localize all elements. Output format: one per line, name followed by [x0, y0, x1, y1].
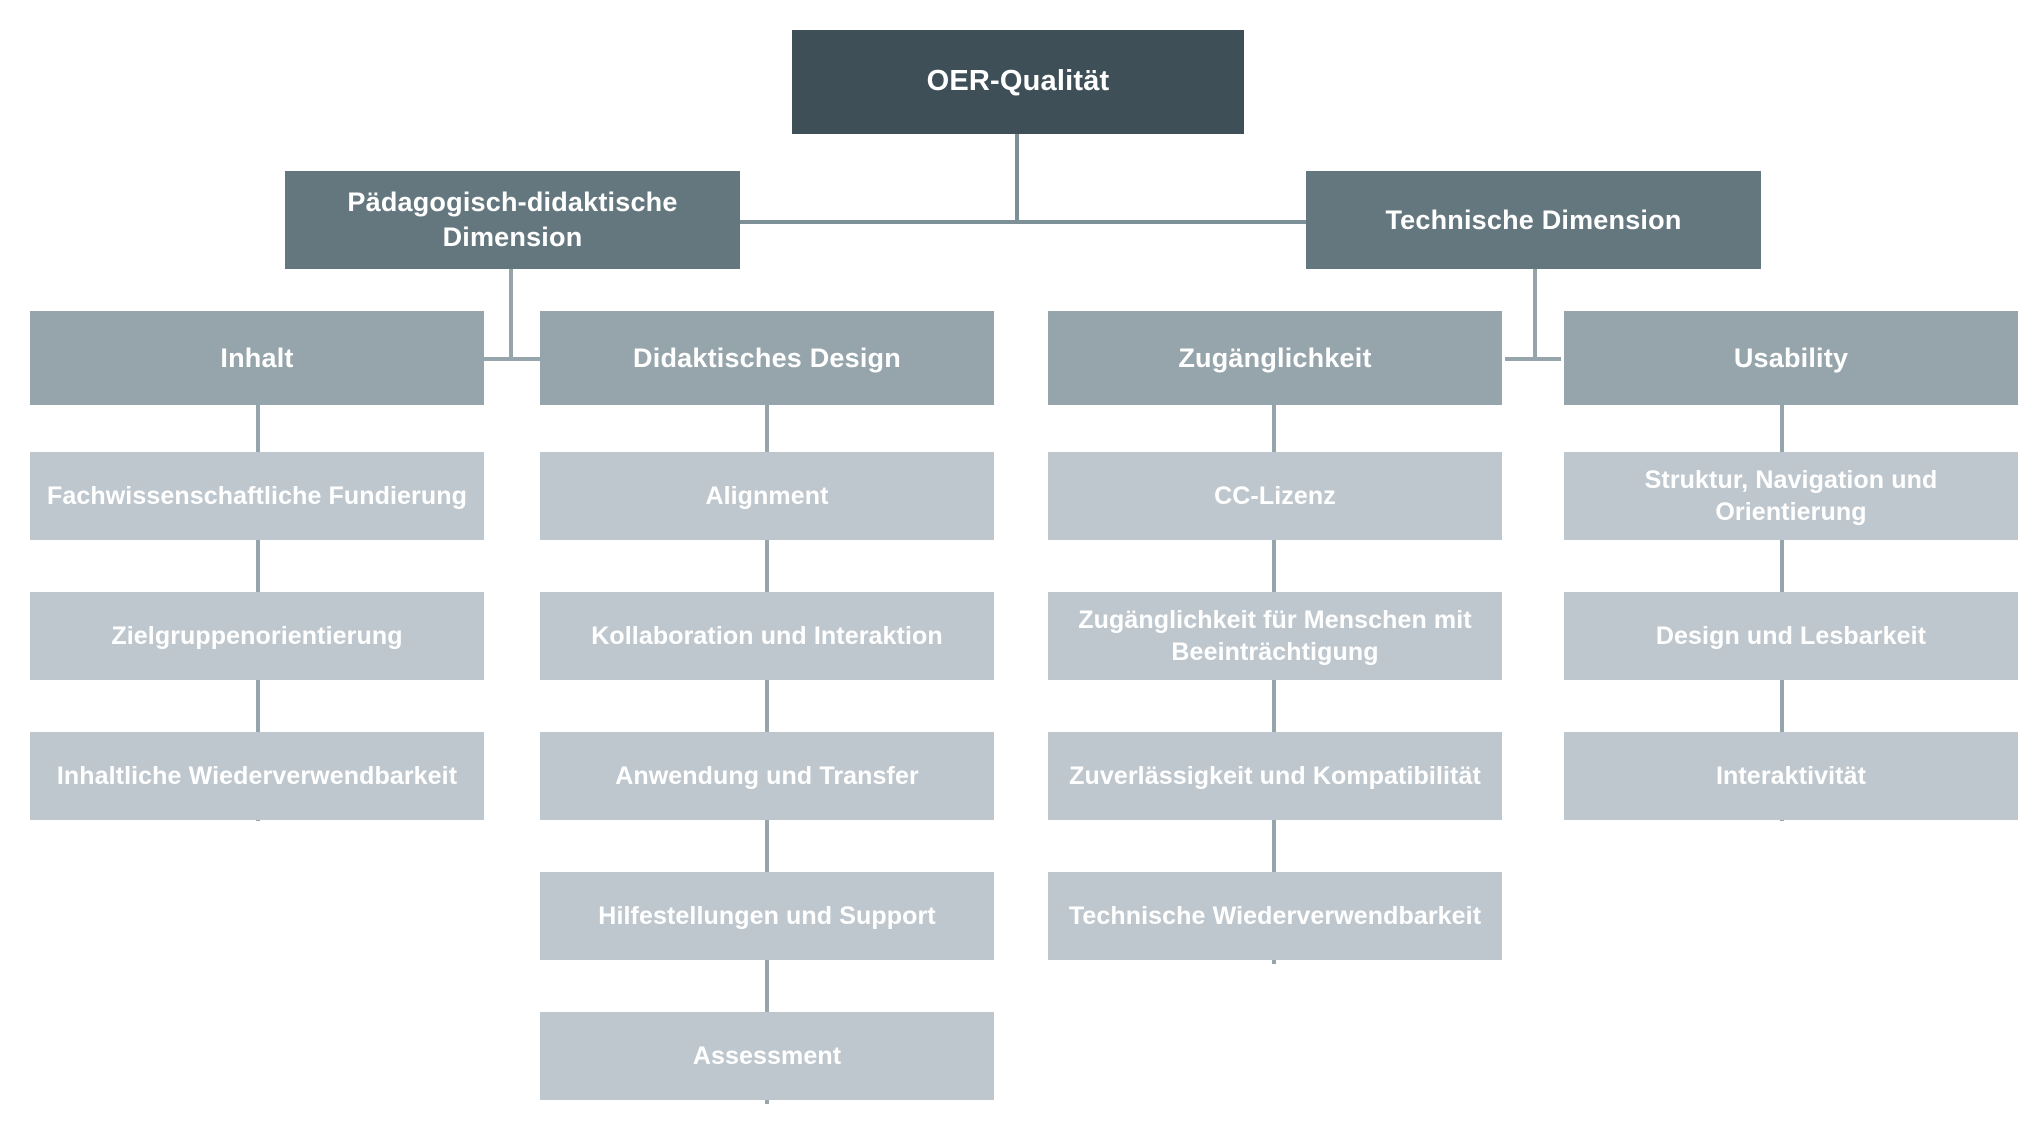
node-label: Anwendung und Transfer	[615, 762, 919, 790]
node-label: Didaktisches Design	[633, 342, 901, 373]
node-label: Hilfestellungen und Support	[598, 902, 936, 930]
node-label: CC-Lizenz	[1214, 482, 1336, 510]
node-label: Zielgruppenorientierung	[111, 622, 403, 650]
node-hilfestellungen-und-support[interactable]: Hilfestellungen und Support	[540, 872, 994, 960]
node-usability[interactable]: Usability	[1564, 311, 2018, 405]
connector-paed-category-bus	[484, 357, 540, 361]
node-label: Assessment	[692, 1042, 842, 1070]
node-technische-dimension[interactable]: Technische Dimension	[1306, 171, 1761, 269]
node-label: Interaktivität	[1715, 762, 1867, 790]
node-label: Struktur, Navigation und Orientierung	[1644, 466, 1938, 526]
node-zuverlaessigkeit-und-kompatibilitaet[interactable]: Zuverlässigkeit und Kompatibilität	[1048, 732, 1502, 820]
node-label: Kollaboration und Interaktion	[591, 622, 943, 650]
node-label: Zugänglichkeit	[1178, 342, 1372, 373]
node-design-und-lesbarkeit[interactable]: Design und Lesbarkeit	[1564, 592, 2018, 680]
node-label: Design und Lesbarkeit	[1655, 622, 1927, 650]
node-alignment[interactable]: Alignment	[540, 452, 994, 540]
node-zugaenglichkeit[interactable]: Zugänglichkeit	[1048, 311, 1502, 405]
node-didaktisches-design[interactable]: Didaktisches Design	[540, 311, 994, 405]
node-inhaltliche-wiederverwendbarkeit[interactable]: Inhaltliche Wiederverwendbarkeit	[30, 732, 484, 820]
node-paedagogisch-didaktische-dimension[interactable]: Pädagogisch-didaktische Dimension	[285, 171, 740, 269]
node-fachwissenschaftliche-fundierung[interactable]: Fachwissenschaftliche Fundierung	[30, 452, 484, 540]
node-inhalt[interactable]: Inhalt	[30, 311, 484, 405]
connector-tech-vertical	[1533, 268, 1537, 360]
node-label: Inhalt	[220, 342, 294, 373]
node-label: Fachwissenschaftliche Fundierung	[47, 482, 467, 510]
node-anwendung-und-transfer[interactable]: Anwendung und Transfer	[540, 732, 994, 820]
node-kollaboration-und-interaktion[interactable]: Kollaboration und Interaktion	[540, 592, 994, 680]
node-technische-wiederverwendbarkeit[interactable]: Technische Wiederverwendbarkeit	[1048, 872, 1502, 960]
node-oer-qualitaet[interactable]: OER-Qualität	[792, 30, 1244, 134]
connector-paed-vertical	[509, 268, 513, 360]
node-label: OER-Qualität	[926, 65, 1110, 98]
connector-dimension-bus	[738, 220, 1308, 224]
node-label: Usability	[1733, 342, 1849, 373]
node-zielgruppenorientierung[interactable]: Zielgruppenorientierung	[30, 592, 484, 680]
node-label: Zugänglichkeit für Menschen mit Beeinträ…	[1078, 606, 1472, 666]
node-label: Technische Dimension	[1385, 204, 1682, 235]
node-struktur-navigation-und-orientierung[interactable]: Struktur, Navigation und Orientierung	[1564, 452, 2018, 540]
node-label: Technische Wiederverwendbarkeit	[1068, 902, 1482, 930]
connector-zugaenglichkeit-spine	[1272, 404, 1276, 964]
node-label: Pädagogisch-didaktische Dimension	[347, 187, 678, 252]
node-zugaenglichkeit-fuer-menschen-mit-beeintraechtigung[interactable]: Zugänglichkeit für Menschen mit Beeinträ…	[1048, 592, 1502, 680]
node-assessment[interactable]: Assessment	[540, 1012, 994, 1100]
node-label: Alignment	[705, 482, 829, 510]
node-cc-lizenz[interactable]: CC-Lizenz	[1048, 452, 1502, 540]
node-label: Zuverlässigkeit und Kompatibilität	[1069, 762, 1481, 790]
node-interaktivitaet[interactable]: Interaktivität	[1564, 732, 2018, 820]
node-label: Inhaltliche Wiederverwendbarkeit	[56, 762, 458, 790]
connector-tech-category-bus	[1505, 357, 1561, 361]
connector-root-vertical	[1015, 134, 1019, 224]
